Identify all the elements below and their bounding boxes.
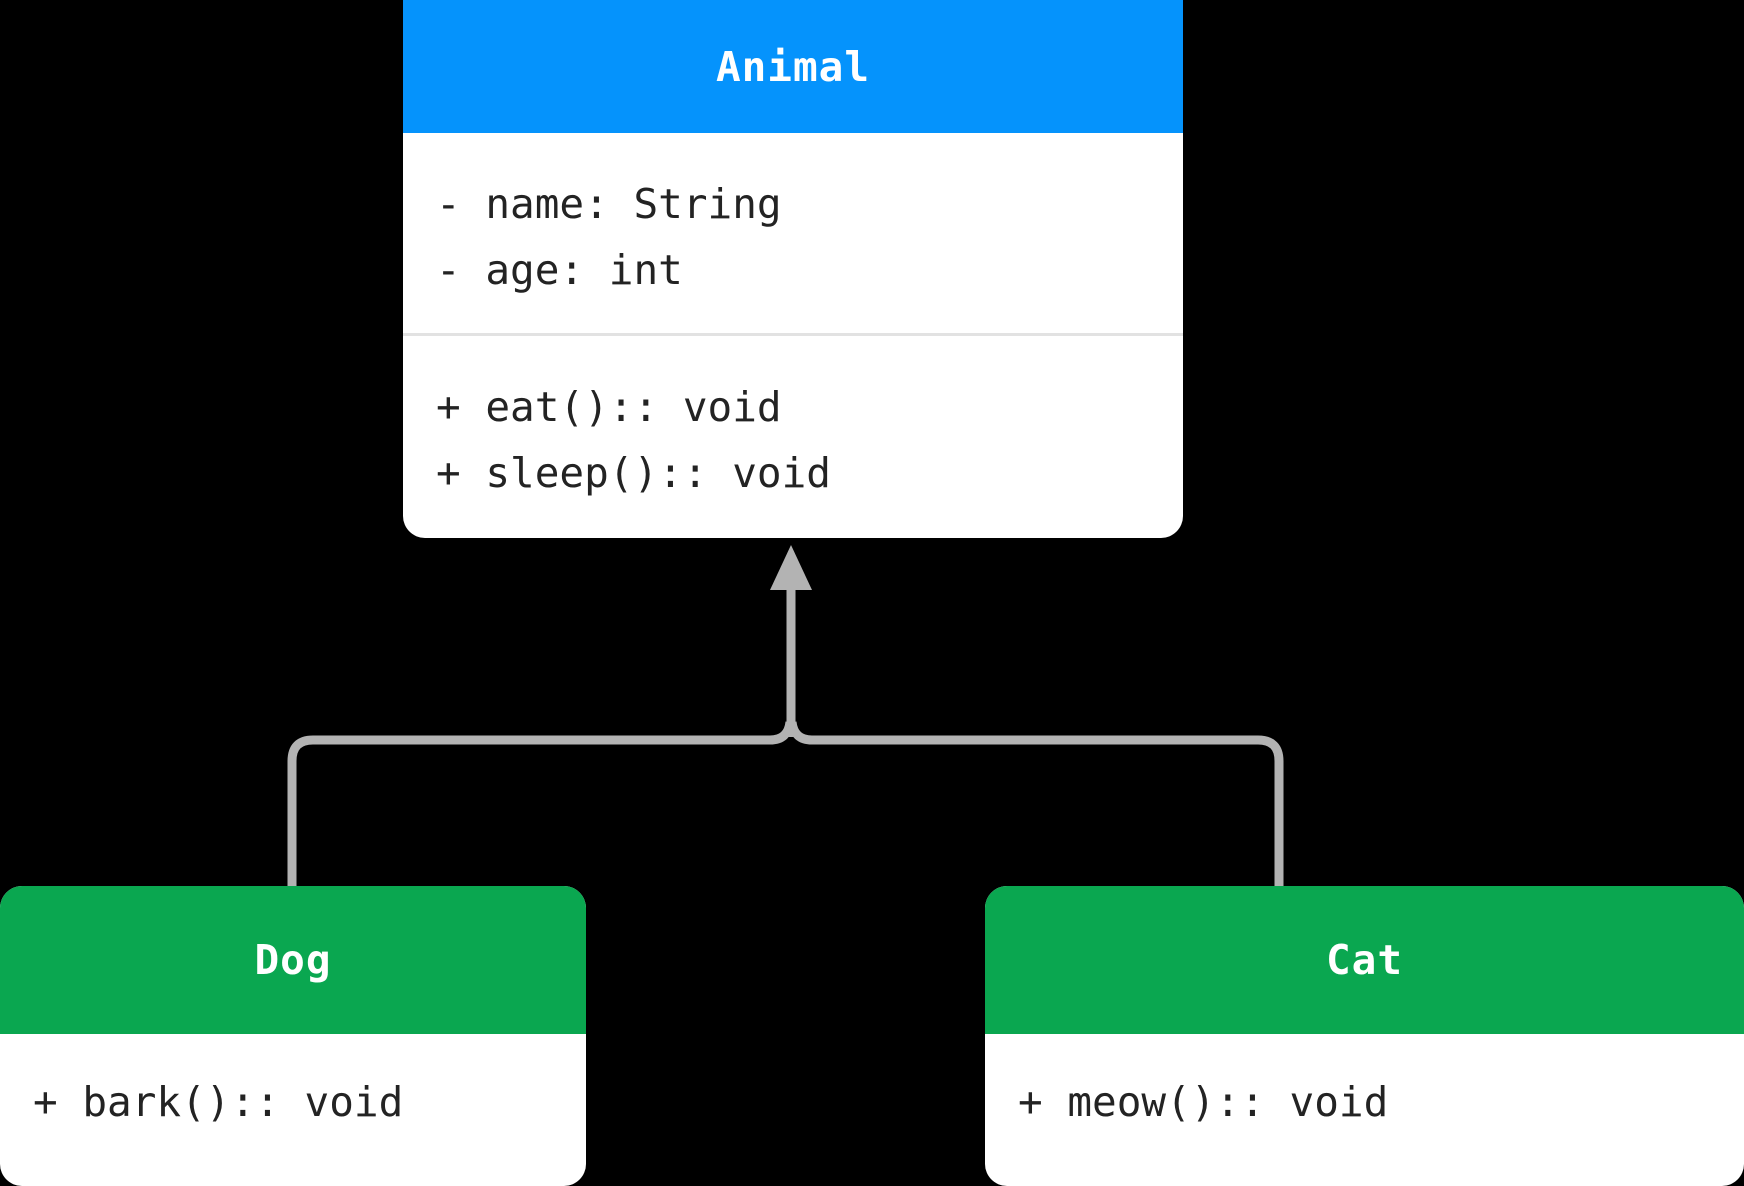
attribute-row: - age: int (436, 246, 683, 294)
method-row: + bark():: void (33, 1078, 404, 1126)
class-methods-cat: + meow():: void (985, 1034, 1744, 1128)
method-row: + meow():: void (1018, 1078, 1389, 1126)
class-methods-animal: + eat():: void + sleep():: void (403, 336, 1183, 506)
class-title-animal: Animal (715, 42, 871, 91)
attribute-row: - name: String (436, 180, 782, 228)
class-box-cat[interactable]: Cat + meow():: void (985, 886, 1744, 1186)
class-methods-dog: + bark():: void (0, 1034, 586, 1128)
inheritance-branch-left (287, 721, 795, 886)
class-box-animal[interactable]: Animal - name: String - age: int + eat()… (403, 0, 1183, 538)
class-header-dog: Dog (0, 886, 586, 1034)
class-title-dog: Dog (254, 936, 332, 984)
class-attributes-animal: - name: String - age: int (403, 133, 1183, 336)
class-header-animal: Animal (403, 0, 1183, 133)
method-row: + eat():: void (436, 383, 782, 431)
class-header-cat: Cat (985, 886, 1744, 1034)
class-box-dog[interactable]: Dog + bark():: void (0, 886, 586, 1186)
class-title-cat: Cat (1325, 936, 1404, 984)
inheritance-arrowhead-icon (770, 545, 812, 590)
inheritance-branch-right (787, 721, 1284, 886)
method-row: + sleep():: void (436, 449, 831, 497)
